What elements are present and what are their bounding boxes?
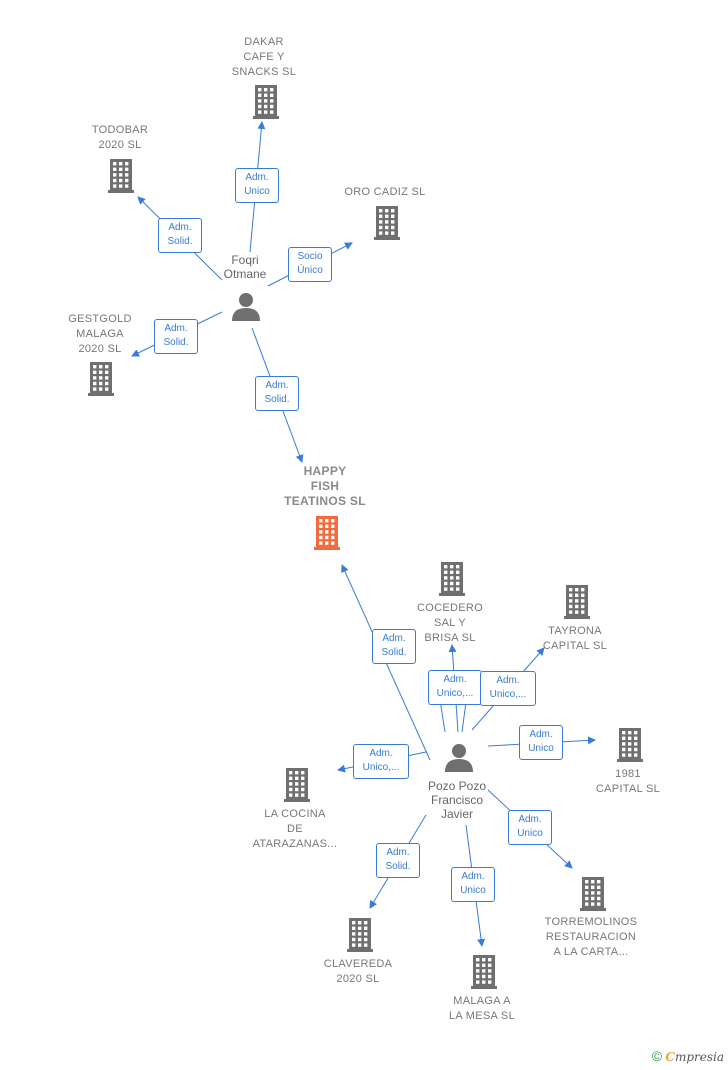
company-label-oro-cadiz[interactable]: ORO CADIZ SL (344, 186, 426, 198)
building-icon-clavereda[interactable] (347, 918, 373, 952)
relation-pozo-la-cocina[interactable]: Adm. Unico,... (353, 744, 409, 779)
relation-foqri-todobar[interactable]: Adm. Solid. (158, 218, 202, 253)
company-label-1981[interactable]: 1981 CAPITAL SL (595, 768, 661, 795)
building-icon-cocedero[interactable] (439, 562, 465, 596)
relation-pozo-malaga-a-la-mesa[interactable]: Adm. Unico (451, 867, 495, 902)
edge-pozo-extra-2 (461, 701, 467, 733)
person-icon-foqri-otmane[interactable] (232, 293, 260, 321)
company-label-malaga-a-la-mesa[interactable]: MALAGA A LA MESA SL (449, 995, 515, 1022)
company-label-la-cocina[interactable]: LA COCINA DE ATARAZANAS... (252, 808, 338, 850)
person-icon-pozo-pozo[interactable] (445, 744, 473, 772)
relation-pozo-happy-fish[interactable]: Adm. Solid. (372, 629, 416, 664)
building-icon-happy-fish[interactable] (314, 516, 340, 550)
building-icon-malaga-a-la-mesa[interactable] (471, 955, 497, 989)
company-label-todobar[interactable]: TODOBAR 2020 SL (91, 124, 149, 151)
relation-foqri-oro-cadiz[interactable]: Socio Único (288, 247, 332, 282)
relation-pozo-tayrona[interactable]: Adm. Unico,... (480, 671, 536, 706)
company-label-tayrona[interactable]: TAYRONA CAPITAL SL (542, 625, 608, 652)
brand-logo: Cmpresia (665, 1050, 724, 1064)
person-label-foqri-otmane[interactable]: Foqri Otmane (223, 253, 267, 281)
building-icon-todobar[interactable] (108, 159, 134, 193)
building-icon-gestgold[interactable] (88, 362, 114, 396)
footer-brand[interactable]: © Cmpresia (652, 1048, 724, 1064)
relation-foqri-dakar[interactable]: Adm. Unico (235, 168, 279, 203)
company-label-torremolinos[interactable]: TORREMOLINOS RESTAURACION A LA CARTA... (544, 916, 638, 958)
building-icon-la-cocina[interactable] (284, 768, 310, 802)
company-label-clavereda[interactable]: CLAVEREDA 2020 SL (323, 958, 393, 985)
copyright-icon: © (651, 1048, 663, 1064)
building-icon-oro-cadiz[interactable] (374, 206, 400, 240)
relation-foqri-gestgold[interactable]: Adm. Solid. (154, 319, 198, 354)
building-icon-1981[interactable] (617, 728, 643, 762)
icons (88, 85, 643, 989)
relation-pozo-torremolinos[interactable]: Adm. Unico (508, 810, 552, 845)
building-icon-torremolinos[interactable] (580, 877, 606, 911)
relation-pozo-1981[interactable]: Adm. Unico (519, 725, 563, 760)
relation-foqri-happy-fish[interactable]: Adm. Solid. (255, 376, 299, 411)
relation-pozo-clavereda[interactable]: Adm. Solid. (376, 843, 420, 878)
building-icon-dakar[interactable] (253, 85, 279, 119)
relation-pozo-cocedero[interactable]: Adm. Unico,... (428, 670, 482, 705)
person-label-pozo-pozo[interactable]: Pozo Pozo Francisco Javier (427, 779, 487, 821)
company-label-happy-fish[interactable]: HAPPY FISH TEATINOS SL (284, 464, 366, 508)
company-label-cocedero[interactable]: COCEDERO SAL Y BRISA SL (417, 602, 483, 644)
edge-pozo-extra-1 (439, 699, 446, 733)
company-label-dakar[interactable]: DAKAR CAFE Y SNACKS SL (231, 36, 297, 78)
company-label-gestgold[interactable]: GESTGOLD MALAGA 2020 SL (68, 313, 132, 355)
building-icon-tayrona[interactable] (564, 585, 590, 619)
